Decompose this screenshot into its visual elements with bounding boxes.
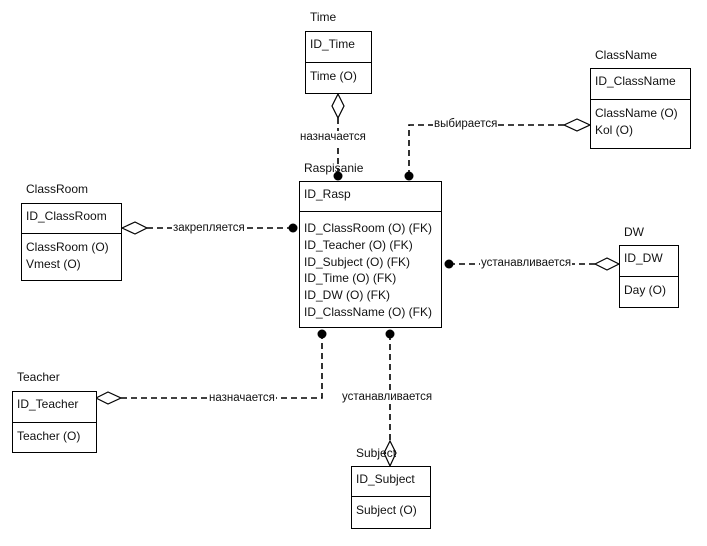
rel-label-time: назначается — [299, 131, 367, 144]
entity-key-subject: ID_Subject — [352, 467, 430, 497]
entity-title-teacher: Teacher — [17, 370, 60, 384]
entity-attrs-classname: ClassName (O) Kol (O) — [591, 100, 690, 139]
rel-label-classroom: закрепляется — [172, 222, 246, 235]
dot-subject — [385, 329, 395, 339]
rel-label-teacher: назначается — [208, 392, 276, 405]
attr-raspisanie-4: ID_DW (O) (FK) — [304, 288, 390, 303]
entity-teacher: ID_Teacher Teacher (O) — [12, 391, 97, 453]
attr-classroom-1: Vmest (O) — [26, 257, 81, 271]
dot-time — [333, 171, 343, 181]
attr-raspisanie-1: ID_Teacher (O) (FK) — [304, 237, 413, 252]
dot-teacher — [317, 329, 327, 339]
attr-raspisanie-3: ID_Time (O) (FK) — [304, 271, 397, 286]
dot-dw — [444, 259, 454, 269]
diamond-dw — [593, 257, 621, 271]
entity-dw: ID_DW Day (O) — [619, 245, 679, 308]
entity-attrs-subject: Subject (O) — [352, 497, 430, 519]
entity-key-dw: ID_DW — [620, 246, 678, 277]
entity-title-subject: Subject — [356, 446, 397, 460]
attr-classname-1: Kol (O) — [595, 123, 634, 137]
diamond-teacher — [94, 391, 123, 405]
attr-time-0: Time (O) — [310, 69, 357, 83]
attr-classname-0: ClassName (O) — [595, 106, 678, 120]
attr-raspisanie-5: ID_ClassName (O) (FK) — [304, 304, 433, 319]
entity-title-classname: ClassName — [595, 48, 658, 62]
attr-raspisanie-2: ID_Subject (O) (FK) — [304, 254, 411, 269]
rel-label-classname: выбирается — [433, 118, 499, 131]
entity-attrs-raspisanie: ID_ClassRoom (O) (FK) ID_Teacher (O) (FK… — [300, 212, 441, 321]
entity-title-time: Time — [310, 10, 337, 24]
entity-title-classroom: ClassRoom — [26, 182, 89, 196]
entity-classroom: ID_ClassRoom ClassRoom (O) Vmest (O) — [21, 203, 122, 281]
diamond-classroom — [120, 221, 149, 235]
entity-key-classname: ID_ClassName — [591, 69, 690, 100]
entity-subject: ID_Subject Subject (O) — [351, 466, 431, 529]
entity-time: ID_Time Time (O) — [305, 31, 372, 94]
entity-attrs-classroom: ClassRoom (O) Vmest (O) — [22, 234, 121, 273]
entity-key-teacher: ID_Teacher — [13, 392, 96, 423]
attr-classroom-0: ClassRoom (O) — [26, 240, 109, 254]
entity-attrs-time: Time (O) — [306, 63, 371, 85]
entity-classname: ID_ClassName ClassName (O) Kol (O) — [590, 68, 691, 149]
dot-classname — [404, 171, 414, 181]
rel-label-dw: устанавливается — [480, 257, 573, 270]
entity-attrs-dw: Day (O) — [620, 277, 678, 299]
attr-raspisanie-0: ID_ClassRoom (O) (FK) — [304, 221, 433, 235]
entity-title-dw: DW — [624, 225, 644, 239]
attr-teacher-0: Teacher (O) — [17, 429, 81, 443]
entity-raspisanie: ID_Rasp ID_ClassRoom (O) (FK) ID_Teacher… — [299, 181, 442, 328]
line-teacher — [121, 334, 323, 399]
entity-key-classroom: ID_ClassRoom — [22, 204, 121, 234]
attr-dw-0: Day (O) — [624, 283, 666, 297]
entity-title-raspisanie: Raspisanie — [304, 161, 364, 175]
line-classname — [408, 124, 564, 176]
entity-key-raspisanie: ID_Rasp — [300, 182, 441, 212]
entity-key-time: ID_Time — [306, 32, 371, 63]
diamond-time — [331, 92, 345, 120]
rel-label-subject: устанавливается — [341, 391, 434, 404]
dot-classroom — [288, 223, 298, 233]
entity-attrs-teacher: Teacher (O) — [13, 423, 96, 445]
attr-subject-0: Subject (O) — [356, 503, 417, 517]
diamond-classname — [562, 118, 592, 132]
